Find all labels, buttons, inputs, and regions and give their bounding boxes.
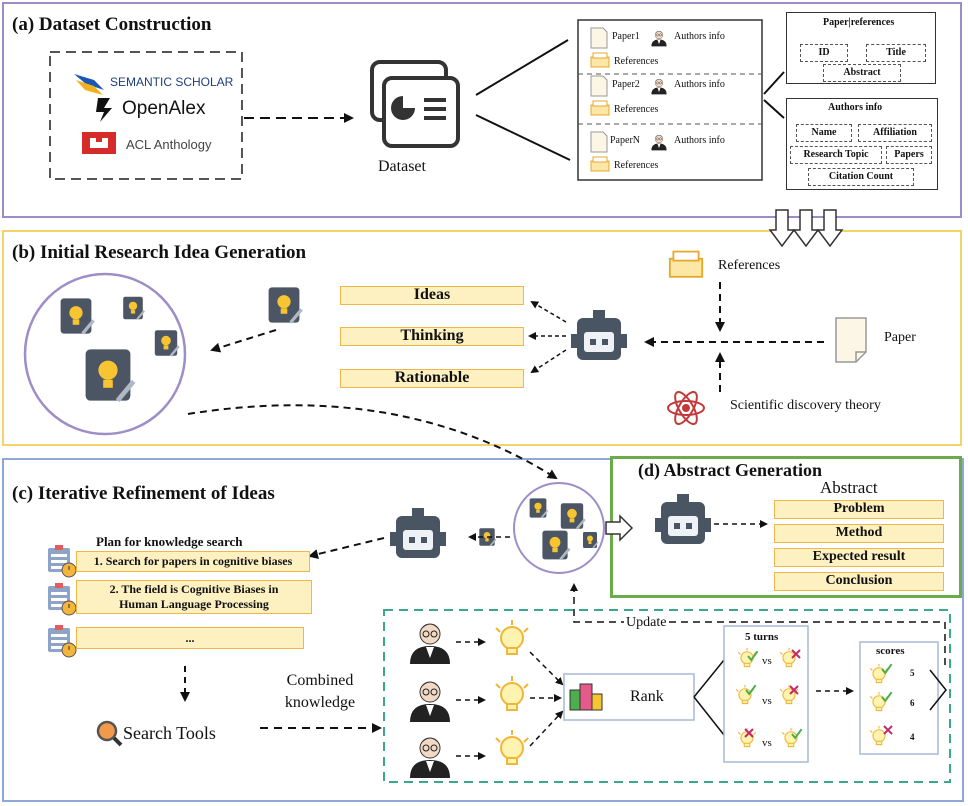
panel-a-title: (a) Dataset Construction <box>12 14 212 35</box>
panel-a <box>2 2 962 218</box>
bulb-icon <box>495 729 529 765</box>
openalex-label: OpenAlex <box>122 98 206 119</box>
down-arrows-icon <box>768 209 844 248</box>
rank-label: Rank <box>630 688 664 705</box>
paper-icon <box>835 317 867 363</box>
panel-c <box>2 458 964 802</box>
search-tools-label: Search Tools <box>123 723 216 743</box>
score-3: 4 <box>910 732 915 742</box>
bulb-icon <box>495 675 529 711</box>
output-ideas: Ideas <box>340 286 524 305</box>
paper2-refs: References <box>614 104 659 115</box>
plan-item-1: 1. Search for papers in cognitive biases <box>76 551 310 572</box>
vs-label: vs <box>762 655 772 667</box>
abstract-expected-result: Expected result <box>774 548 944 567</box>
output-rationable: Rationable <box>340 369 524 388</box>
field-title: Title <box>866 44 926 62</box>
plan-item-2: 2. The field is Cognitive Biases in Huma… <box>76 580 312 614</box>
panel-d-title: (d) Abstract Generation <box>638 460 822 480</box>
paperN-authors: Authors info <box>674 135 725 146</box>
vs-label: vs <box>762 695 772 707</box>
scores-title: scores <box>876 645 905 657</box>
authors-info-box <box>786 98 938 190</box>
search-icon <box>96 720 123 747</box>
plan-item-3: ... <box>76 627 304 649</box>
input-theory: Scientific discovery theory <box>730 398 881 413</box>
paper1-authors: Authors info <box>674 31 725 42</box>
abstract-method: Method <box>774 524 944 543</box>
field-id: ID <box>800 44 848 62</box>
input-references: References <box>718 258 781 273</box>
panel-b-title: (b) Initial Research Idea Generation <box>12 242 307 263</box>
abstract-problem: Problem <box>774 500 944 519</box>
abstract-bot-icon <box>655 494 711 544</box>
llm-bot-icon <box>571 310 627 360</box>
paperN-refs: References <box>614 160 659 171</box>
plan-title: Plan for knowledge search <box>96 534 243 549</box>
input-paper: Paper <box>884 330 916 345</box>
output-thinking: Thinking <box>340 327 524 346</box>
reviewer-person-icon <box>409 737 451 779</box>
idea-icon <box>266 285 304 325</box>
paper-references-title: Paper|references <box>823 17 895 28</box>
paper1-refs: References <box>614 56 659 67</box>
reviewer-person-icon <box>409 681 451 723</box>
semantic-scholar-label: SEMANTIC SCHOLAR <box>110 75 234 89</box>
authors-info-title: Authors info <box>828 102 883 113</box>
field-papers: Papers <box>886 146 932 164</box>
field-affiliation: Affiliation <box>858 124 932 142</box>
dataset-label: Dataset <box>378 158 426 175</box>
field-citation-count: Citation Count <box>808 168 914 186</box>
acl-anthology-label: ACL Anthology <box>126 137 212 152</box>
references-tray-icon <box>668 250 704 278</box>
podium-icon <box>569 683 603 711</box>
acl-logo <box>82 132 116 154</box>
update-label: Update <box>624 615 669 631</box>
reviewer-person-icon <box>409 623 451 665</box>
field-abstract: Abstract <box>823 64 901 82</box>
panel-b <box>2 230 962 446</box>
dataset-icon <box>370 60 460 148</box>
paper2-label: Paper2 <box>612 79 640 90</box>
bulb-icon <box>495 619 529 655</box>
paper1-label: Paper1 <box>612 31 640 42</box>
combined-knowledge-label: Combined knowledge <box>284 672 356 711</box>
score-2: 6 <box>910 698 915 708</box>
field-name: Name <box>796 124 852 142</box>
atom-icon <box>667 391 705 425</box>
panel-c-title: (c) Iterative Refinement of Ideas <box>12 483 275 504</box>
vs-label: vs <box>762 737 772 749</box>
paper-references-box <box>786 12 936 84</box>
semantic-scholar-logo <box>74 74 104 95</box>
refine-bot-icon <box>390 508 446 558</box>
paper2-authors: Authors info <box>674 79 725 90</box>
score-1: 5 <box>910 668 915 678</box>
paperN-label: PaperN <box>610 135 640 146</box>
openalex-logo <box>96 98 112 122</box>
turns-title: 5 turns <box>745 631 779 643</box>
field-research-topic: Research Topic <box>790 146 882 164</box>
abstract-conclusion: Conclusion <box>774 572 944 591</box>
abstract-heading: Abstract <box>820 478 878 497</box>
